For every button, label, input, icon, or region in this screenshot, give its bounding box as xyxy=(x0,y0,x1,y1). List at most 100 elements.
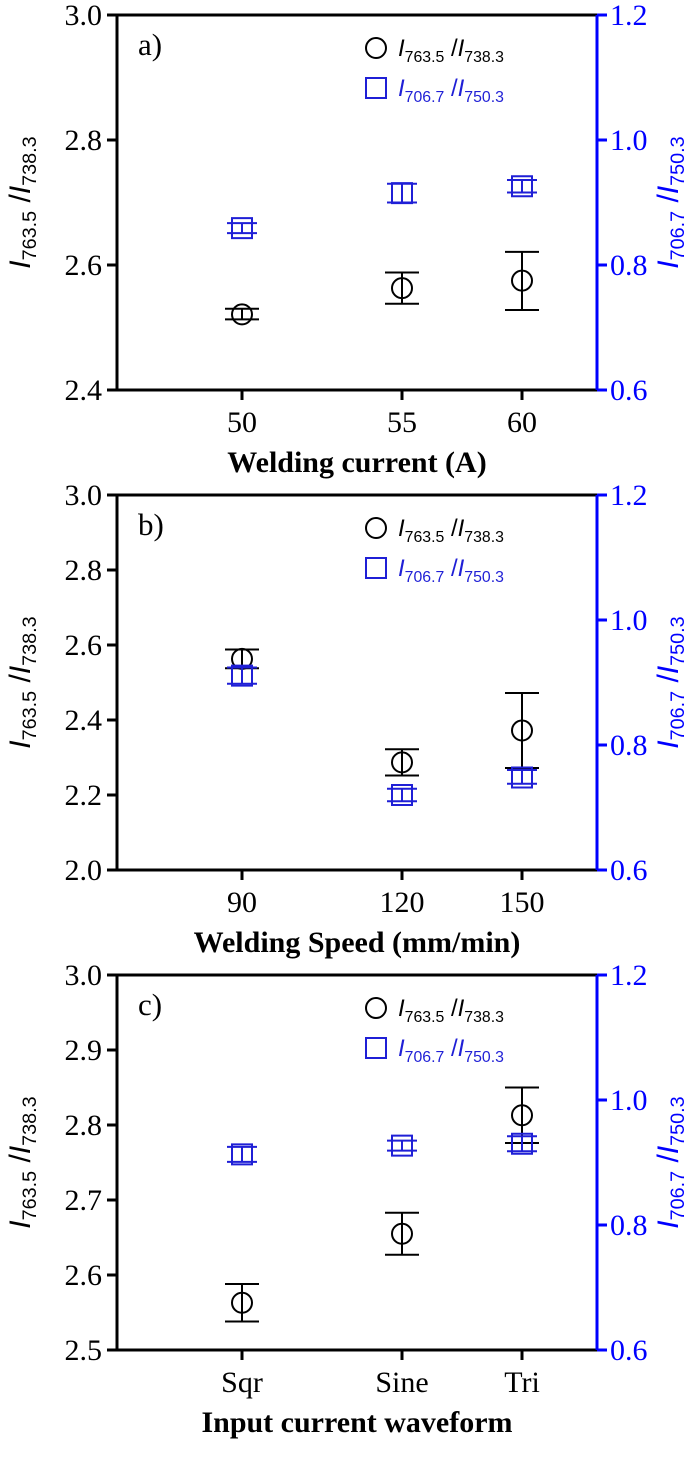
y-right-tick-label: 1.2 xyxy=(610,959,648,992)
data-point-circle xyxy=(511,719,533,742)
x-axis-label: Input current waveform xyxy=(201,1406,512,1439)
y-left-tick-label: 2.9 xyxy=(65,1034,103,1067)
y-right-label-sub1: 706.7 xyxy=(667,1171,689,1221)
data-point-circle xyxy=(391,1222,413,1245)
legend-square-marker xyxy=(365,77,387,99)
y-left-tick-label: 2.5 xyxy=(65,1334,103,1367)
legend-label-i1: I xyxy=(398,1035,405,1062)
y-right-tick-label: 0.8 xyxy=(610,249,648,282)
legend-label-i2: I xyxy=(458,995,465,1022)
legend-label-i2: I xyxy=(458,75,465,102)
legend-label-sub2: 750.3 xyxy=(464,89,504,106)
legend-label-sep: / xyxy=(444,35,458,62)
y-axis-right-label: I706.7 /I750.3 xyxy=(652,1096,689,1228)
y-left-label-sub2: 738.3 xyxy=(19,616,41,666)
y-left-tick-label: 2.4 xyxy=(65,704,103,737)
y-left-label-sub1: 763.5 xyxy=(19,211,41,261)
x-tick-label: 50 xyxy=(227,406,257,439)
y-left-tick-label: 3.0 xyxy=(65,479,103,512)
y-left-label-i2: I xyxy=(4,666,37,674)
y-left-label-i2: I xyxy=(4,186,37,194)
y-right-tick-label: 0.8 xyxy=(610,1209,648,1242)
y-left-tick-label: 2.4 xyxy=(65,374,103,407)
legend-label-i2: I xyxy=(458,515,465,542)
legend-circle-marker xyxy=(365,517,387,539)
y-left-label-sub1: 763.5 xyxy=(19,691,41,741)
data-point-square xyxy=(511,1132,533,1155)
x-tick-label: 90 xyxy=(227,886,257,919)
legend-label-sub1: 763.5 xyxy=(405,49,445,66)
legend-label-sep: / xyxy=(444,995,458,1022)
data-point-square xyxy=(391,784,413,806)
y-left-tick-label: 2.6 xyxy=(65,629,103,662)
legend-label-sub1: 706.7 xyxy=(405,1049,445,1066)
data-point-square xyxy=(391,182,413,205)
x-tick-label: 150 xyxy=(500,886,545,919)
y-right-tick-label: 1.0 xyxy=(610,124,648,157)
panel-label: a) xyxy=(138,27,162,62)
y-axis-left-label: I763.5 /I738.3 xyxy=(4,136,41,268)
data-point-square xyxy=(511,175,533,198)
legend-label-i2: I xyxy=(458,555,465,582)
y-left-tick-label: 2.6 xyxy=(65,249,103,282)
data-point-circle xyxy=(511,1104,533,1127)
y-right-label-i2: I xyxy=(652,666,685,674)
data-point-circle xyxy=(391,751,413,774)
legend-label: I763.5 /I738.3 xyxy=(398,35,504,66)
x-tick-label: Sqr xyxy=(221,1366,263,1399)
y-left-label-sub2: 738.3 xyxy=(19,1096,41,1146)
legend-label-i2: I xyxy=(458,1035,465,1062)
legend-label: I706.7 /I750.3 xyxy=(398,1035,504,1066)
legend-label-sub2: 750.3 xyxy=(464,1049,504,1066)
y-left-tick-label: 2.8 xyxy=(65,1109,103,1142)
y-right-label-i1: I xyxy=(652,260,685,268)
data-point-circle xyxy=(231,303,253,326)
y-right-label-sub2: 750.3 xyxy=(667,136,689,186)
y-right-label-i1: I xyxy=(652,1220,685,1228)
legend-label-i1: I xyxy=(398,75,405,102)
y-right-tick-label: 1.0 xyxy=(610,1084,648,1117)
y-left-tick-label: 2.8 xyxy=(65,124,103,157)
data-point-square xyxy=(231,1143,253,1166)
y-right-label-sep: / xyxy=(652,194,685,211)
y-right-label-i1: I xyxy=(652,740,685,748)
x-tick-label: 60 xyxy=(507,406,537,439)
data-point-square xyxy=(511,766,533,789)
legend-label-i1: I xyxy=(398,555,405,582)
x-tick-label: Sine xyxy=(375,1366,428,1399)
y-axis-left-label: I763.5 /I738.3 xyxy=(4,616,41,748)
legend-label-i1: I xyxy=(398,35,405,62)
y-left-label-sep: / xyxy=(4,194,37,211)
data-point-circle xyxy=(391,277,413,300)
y-right-tick-label: 0.6 xyxy=(610,1334,648,1367)
data-point-square xyxy=(391,1134,413,1157)
y-right-label-sub1: 706.7 xyxy=(667,691,689,741)
y-left-tick-label: 3.0 xyxy=(65,0,103,32)
y-left-label-sub2: 738.3 xyxy=(19,136,41,186)
y-axis-left-label: I763.5 /I738.3 xyxy=(4,1096,41,1228)
y-right-label-sep: / xyxy=(652,1154,685,1171)
y-right-label-i2: I xyxy=(652,1146,685,1154)
data-point-square xyxy=(231,217,253,240)
legend-label-sub2: 738.3 xyxy=(464,1009,504,1026)
legend-label: I763.5 /I738.3 xyxy=(398,515,504,546)
data-point-square xyxy=(231,664,253,687)
y-left-label-i1: I xyxy=(4,1220,37,1228)
y-right-tick-label: 1.2 xyxy=(610,0,648,32)
data-point-circle xyxy=(231,1291,253,1314)
y-left-label-sep: / xyxy=(4,674,37,691)
legend-label-sub1: 706.7 xyxy=(405,569,445,586)
y-left-label-i1: I xyxy=(4,260,37,268)
legend-label-sub1: 763.5 xyxy=(405,529,445,546)
legend-label-sep: / xyxy=(444,1035,458,1062)
legend-circle-marker xyxy=(365,997,387,1019)
y-right-label-sub2: 750.3 xyxy=(667,616,689,666)
y-left-label-sub1: 763.5 xyxy=(19,1171,41,1221)
y-right-tick-label: 1.0 xyxy=(610,604,648,637)
y-left-label-i2: I xyxy=(4,1146,37,1154)
y-right-label-sep: / xyxy=(652,674,685,691)
y-left-tick-label: 2.2 xyxy=(65,779,103,812)
